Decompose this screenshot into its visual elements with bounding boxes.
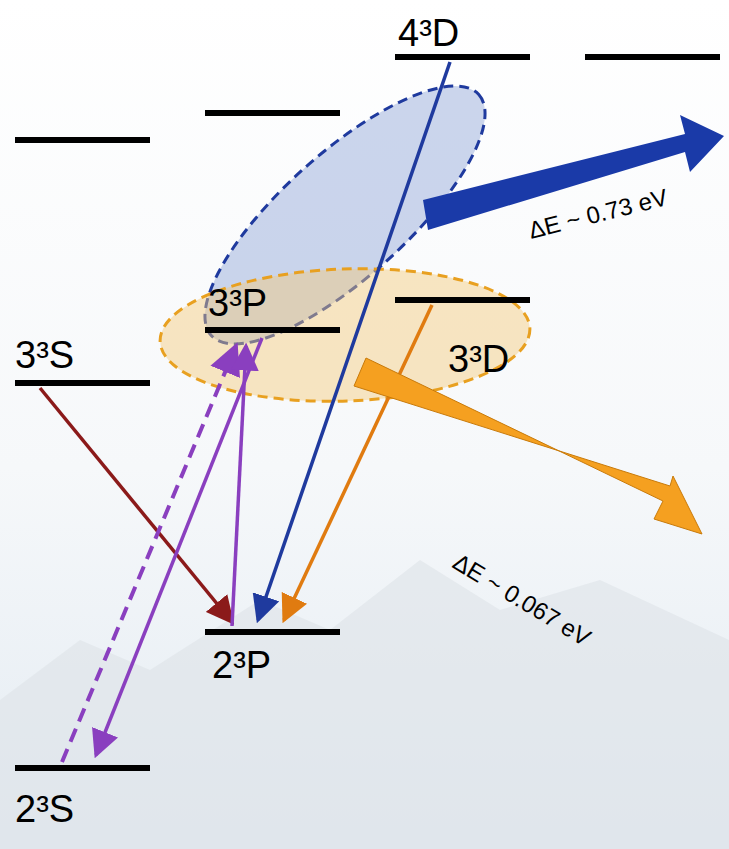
background-mountain: [0, 560, 729, 849]
energy-gap-arrow: [354, 358, 702, 534]
transition-arrow: [232, 346, 246, 626]
energy-gap-label: ΔE ~ 0.73 eV: [526, 185, 670, 243]
level-label: 3³D: [448, 340, 509, 378]
transition-arrow: [96, 338, 262, 755]
transition-arrow: [258, 62, 450, 620]
level-label: 3³S: [15, 336, 74, 374]
level-label: 4³D: [398, 14, 459, 52]
pump-arrow: [62, 346, 236, 762]
level-label: 3³P: [208, 284, 267, 322]
orange-ellipse: [158, 263, 532, 408]
level-label: 2³S: [15, 790, 74, 828]
transition-arrow: [284, 305, 432, 620]
level-label: 2³P: [212, 646, 271, 684]
transition-arrow: [40, 388, 232, 622]
